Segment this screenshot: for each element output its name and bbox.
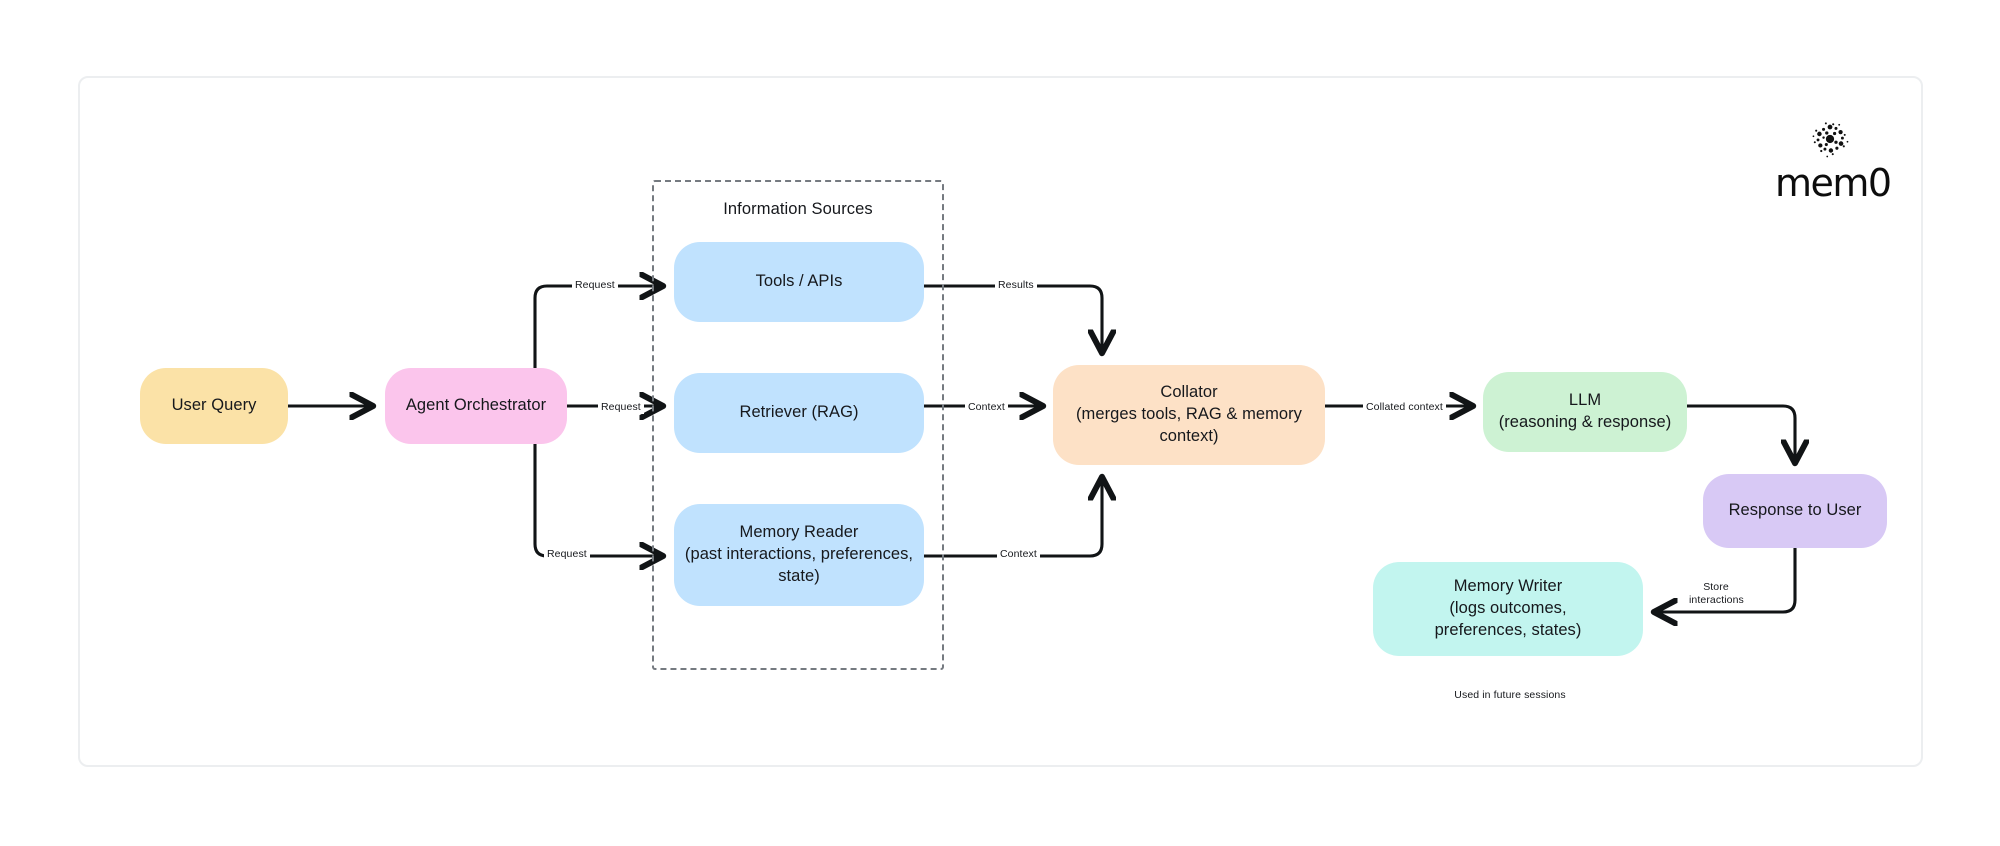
edge-label-collated-context: Collated context xyxy=(1363,401,1446,414)
node-collator-line3: context) xyxy=(1159,426,1219,445)
node-agent-orchestrator[interactable]: Agent Orchestrator xyxy=(385,368,567,444)
node-memory-reader-line3: state) xyxy=(778,566,820,585)
edge-label-store-interactions: Store interactions xyxy=(1686,581,1746,607)
node-tools-apis[interactable]: Tools / APIs xyxy=(674,242,924,322)
edge-label-results: Results xyxy=(995,279,1037,292)
note-used-in-future-sessions: Used in future sessions xyxy=(1410,689,1610,702)
node-retriever-rag[interactable]: Retriever (RAG) xyxy=(674,373,924,453)
node-agent-orchestrator-label: Agent Orchestrator xyxy=(405,396,547,415)
node-llm-text: LLM (reasoning & response) xyxy=(1493,390,1677,434)
node-collator-line1: Collator xyxy=(1160,383,1218,402)
edge-label-request-memory-reader: Request xyxy=(544,548,590,561)
node-llm-line1: LLM xyxy=(1568,391,1602,410)
node-collator[interactable]: Collator (merges tools, RAG & memory con… xyxy=(1053,365,1325,465)
node-memory-reader-text: Memory Reader (past interactions, prefer… xyxy=(684,522,914,587)
node-memory-writer-line2: (logs outcomes, xyxy=(1449,599,1567,618)
node-collator-line2: (merges tools, RAG & memory xyxy=(1076,405,1302,424)
information-sources-group xyxy=(652,180,944,670)
edge-label-store-line2: interactions xyxy=(1689,593,1744,606)
brand-logo: mem0 xyxy=(1775,116,1892,205)
node-llm[interactable]: LLM (reasoning & response) xyxy=(1483,372,1687,452)
node-memory-writer-line3: preferences, states) xyxy=(1434,620,1582,639)
node-memory-writer-text: Memory Writer (logs outcomes, preference… xyxy=(1383,576,1633,641)
edge-label-request-retriever: Request xyxy=(598,401,644,414)
node-memory-reader-line2: (past interactions, preferences, xyxy=(684,545,914,564)
node-llm-line2: (reasoning & response) xyxy=(1498,413,1672,431)
mem0-dot-burst-logo-icon xyxy=(1812,122,1849,158)
node-collator-text: Collator (merges tools, RAG & memory con… xyxy=(1063,382,1315,447)
node-response-to-user-label: Response to User xyxy=(1728,501,1862,520)
brand-name: mem0 xyxy=(1775,161,1892,205)
edge-label-context-memory-reader: Context xyxy=(997,548,1040,561)
edge-label-request-tools: Request xyxy=(572,279,618,292)
edge-label-store-line1: Store xyxy=(1703,581,1729,593)
edge-label-context-retriever: Context xyxy=(965,401,1008,414)
node-user-query[interactable]: User Query xyxy=(140,368,288,444)
information-sources-title: Information Sources xyxy=(723,200,873,218)
node-memory-reader[interactable]: Memory Reader (past interactions, prefer… xyxy=(674,504,924,606)
node-memory-reader-line1: Memory Reader xyxy=(739,523,859,542)
node-retriever-rag-label: Retriever (RAG) xyxy=(739,403,859,422)
node-user-query-label: User Query xyxy=(171,396,257,415)
node-memory-writer[interactable]: Memory Writer (logs outcomes, preference… xyxy=(1373,562,1643,656)
node-response-to-user[interactable]: Response to User xyxy=(1703,474,1887,548)
node-memory-writer-line1: Memory Writer xyxy=(1453,577,1563,596)
node-tools-apis-label: Tools / APIs xyxy=(755,272,843,291)
